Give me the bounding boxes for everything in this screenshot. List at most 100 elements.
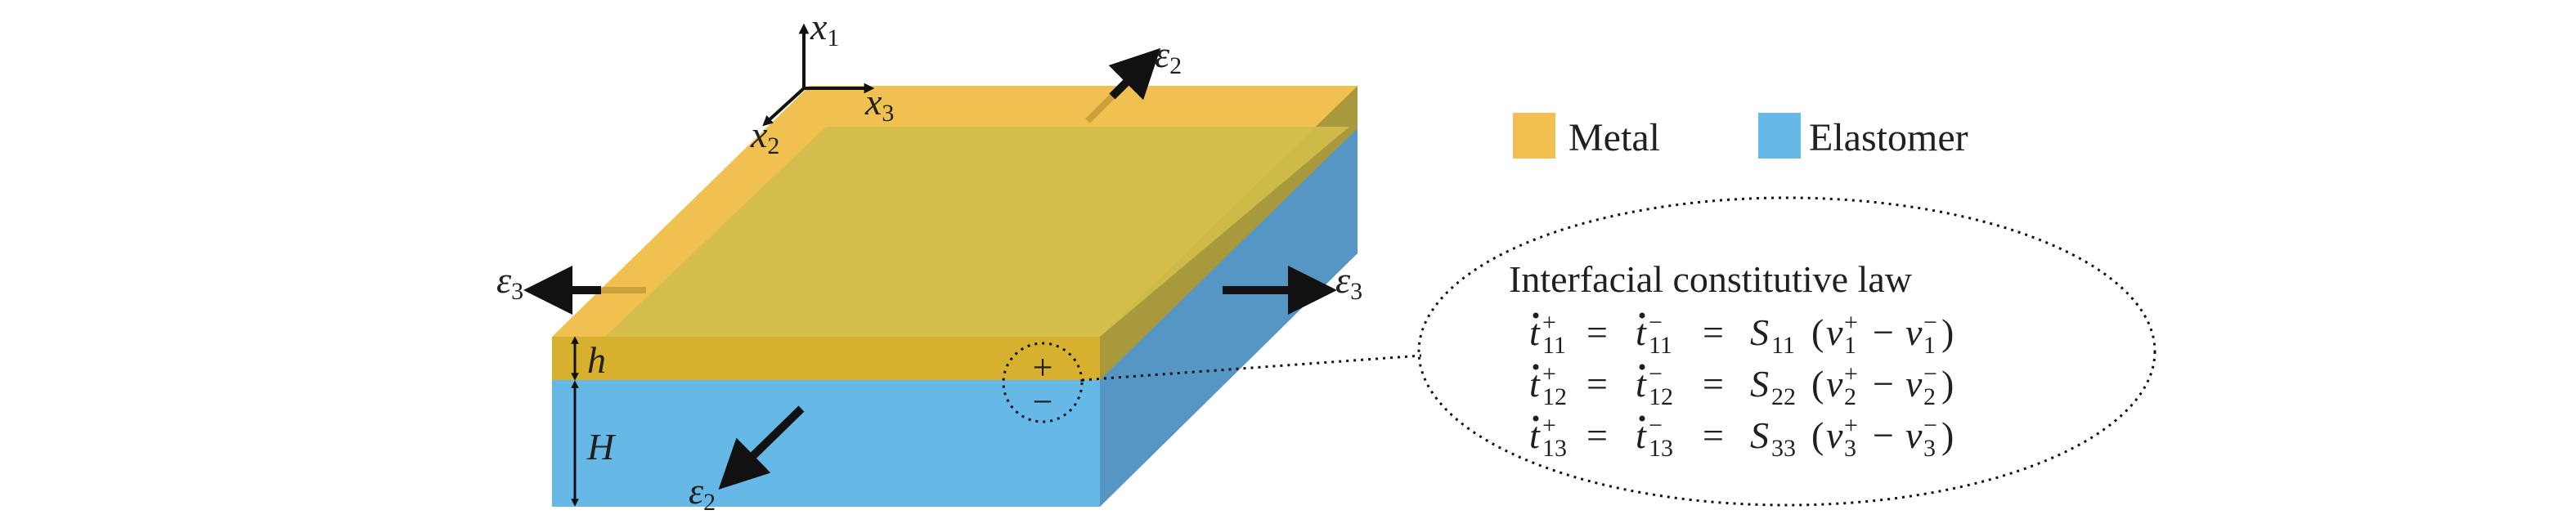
traction-plus-sub: 13: [1542, 435, 1567, 462]
traction-plus-sup: +: [1542, 412, 1556, 439]
velocity-minus-symbol: v: [1905, 311, 1923, 353]
velocity-plus-sup: +: [1844, 412, 1858, 439]
equals-sign: =: [1703, 363, 1724, 405]
traction-minus-sup: −: [1649, 412, 1663, 439]
velocity-minus-symbol: v: [1905, 363, 1923, 405]
time-derivative-dot: [1639, 415, 1645, 422]
traction-minus-symbol: t: [1636, 363, 1647, 405]
metal-front-face: [552, 337, 1100, 380]
traction-minus-sup: −: [1649, 360, 1663, 387]
interface-minus-sign: −: [1033, 382, 1053, 422]
open-paren: (: [1811, 363, 1824, 405]
velocity-minus-sup: −: [1923, 309, 1937, 336]
time-derivative-dot: [1533, 312, 1539, 319]
traction-plus-sup: +: [1542, 309, 1556, 336]
strain-e2-bottom-arrow: [718, 405, 805, 490]
time-derivative-dot: [1533, 415, 1539, 422]
axis-x3-label: x3: [864, 81, 894, 127]
strain-e2-top-arrow: [1108, 47, 1161, 101]
minus-sign: −: [1873, 311, 1894, 353]
block: [552, 86, 1358, 507]
stiffness-sub: 22: [1771, 383, 1796, 410]
interface-callout: + −: [1002, 196, 2156, 507]
strain-e3-left-label: ε3: [496, 259, 523, 305]
traction-plus-sup: +: [1542, 360, 1556, 387]
callout-leader-line: [1081, 354, 1422, 382]
velocity-plus-sub: 1: [1844, 332, 1856, 359]
axis-x2-arrow: [762, 87, 806, 127]
minus-sign: −: [1873, 363, 1894, 405]
time-derivative-dot: [1533, 364, 1539, 370]
axis-x2-label: x2: [750, 114, 779, 159]
close-paren: ): [1941, 311, 1954, 353]
traction-plus-symbol: t: [1529, 363, 1541, 405]
equals-sign: =: [1586, 311, 1608, 353]
elastomer-thickness-label: H: [586, 426, 617, 468]
open-paren: (: [1811, 414, 1824, 456]
close-paren: ): [1941, 363, 1954, 405]
traction-minus-sub: 13: [1649, 435, 1673, 462]
elastomer-right-face: [1100, 127, 1358, 507]
velocity-plus-sub: 3: [1844, 435, 1856, 462]
traction-minus-sub: 12: [1649, 383, 1673, 410]
velocity-minus-sub: 2: [1923, 383, 1936, 410]
velocity-minus-symbol: v: [1905, 414, 1923, 456]
time-derivative-dot: [1639, 312, 1645, 319]
velocity-plus-sup: +: [1844, 309, 1858, 336]
velocity-plus-symbol: v: [1826, 311, 1843, 353]
strain-e3-right-label: ε3: [1335, 259, 1362, 305]
thickness-dimensions: h H: [571, 336, 617, 507]
stiffness-symbol: S: [1750, 414, 1769, 456]
stiffness-symbol: S: [1750, 363, 1769, 405]
stiffness-symbol: S: [1750, 311, 1769, 353]
strain-e2-bottom-label: ε2: [689, 470, 716, 516]
strain-arrows: ε2 ε3 ε3 ε2: [496, 34, 1362, 516]
velocity-minus-sub: 1: [1923, 332, 1936, 359]
traction-plus-sub: 12: [1542, 383, 1567, 410]
traction-minus-sub: 11: [1649, 332, 1672, 359]
interface-marker-circle: [1002, 342, 1084, 423]
traction-plus-sub: 11: [1542, 332, 1566, 359]
traction-plus-symbol: t: [1529, 414, 1541, 456]
legend-metal-swatch: [1513, 113, 1555, 159]
open-paren: (: [1811, 311, 1824, 353]
elastomer-front-face: [552, 380, 1100, 507]
metal-thickness-label: h: [587, 339, 606, 381]
velocity-plus-symbol: v: [1826, 363, 1843, 405]
velocity-minus-sup: −: [1923, 360, 1937, 387]
top-edge-groove: [1085, 94, 1115, 123]
velocity-minus-sub: 3: [1923, 435, 1936, 462]
strain-e2-top-label: ε2: [1155, 34, 1182, 79]
traction-minus-symbol: t: [1636, 311, 1647, 353]
traction-minus-sup: −: [1649, 309, 1663, 336]
legend: Metal Elastomer: [1513, 113, 1968, 159]
interface-plus-sign: +: [1033, 347, 1053, 387]
callout-ellipse: [1417, 196, 2156, 507]
equals-sign: =: [1703, 311, 1724, 353]
metal-top-inner-overlay: [605, 127, 1349, 337]
velocity-plus-symbol: v: [1826, 414, 1843, 456]
traction-plus-symbol: t: [1529, 311, 1541, 353]
axis-x1-label: x1: [810, 6, 839, 51]
time-derivative-dot: [1639, 364, 1645, 370]
equals-sign: =: [1703, 414, 1724, 456]
velocity-minus-sup: −: [1923, 412, 1937, 439]
constitutive-law: Interfacial constitutive law t+11=t−11=S…: [1509, 258, 1954, 462]
stiffness-sub: 11: [1771, 332, 1795, 359]
velocity-plus-sup: +: [1844, 360, 1858, 387]
equals-sign: =: [1586, 363, 1608, 405]
traction-minus-symbol: t: [1636, 414, 1647, 456]
equals-sign: =: [1586, 414, 1608, 456]
velocity-plus-sub: 2: [1844, 383, 1856, 410]
close-paren: ): [1941, 414, 1954, 456]
stiffness-sub: 33: [1771, 435, 1796, 462]
law-title: Interfacial constitutive law: [1509, 258, 1913, 300]
legend-metal-label: Metal: [1568, 116, 1660, 159]
legend-elastomer-swatch: [1758, 113, 1801, 159]
coordinate-axes: x1 x3 x2: [750, 6, 894, 159]
